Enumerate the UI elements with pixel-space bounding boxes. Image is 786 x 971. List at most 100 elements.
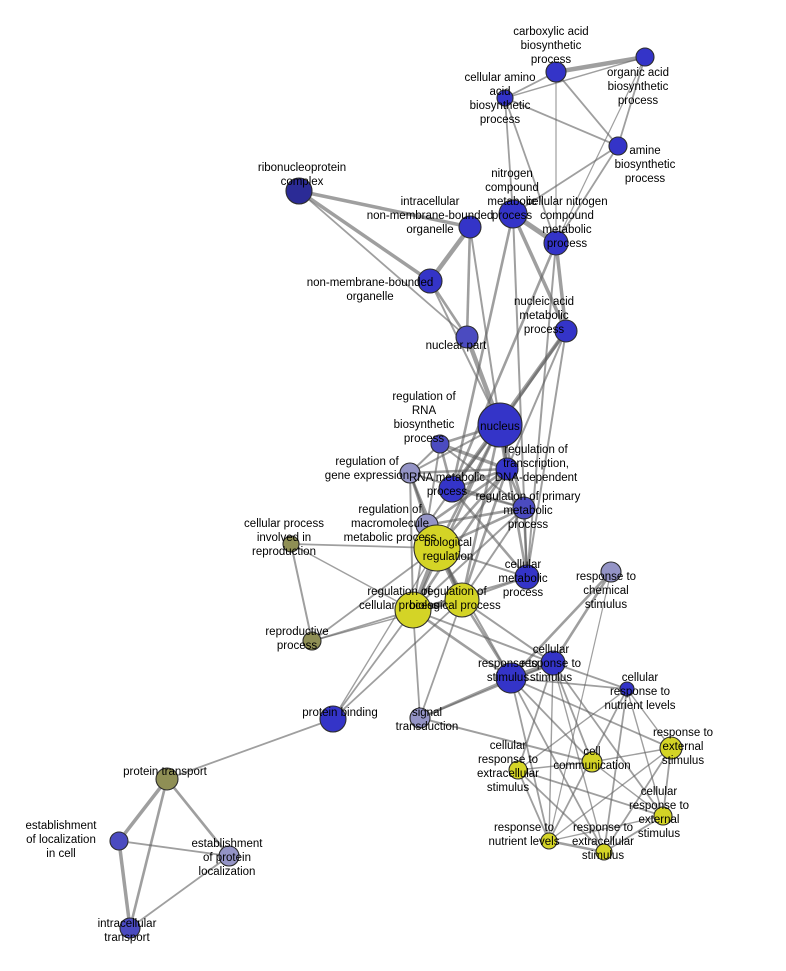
graph-edge xyxy=(511,213,568,332)
node-label: metabolic process xyxy=(344,532,437,544)
node-label: cell xyxy=(583,746,600,758)
graph-edge xyxy=(548,747,672,842)
graph-node[interactable] xyxy=(495,662,527,694)
graph-node[interactable] xyxy=(417,268,443,294)
graph-edge xyxy=(504,97,514,215)
graph-edge xyxy=(603,815,664,853)
graph-edge xyxy=(591,747,672,763)
node-label: complex xyxy=(281,176,324,188)
graph-node[interactable] xyxy=(540,650,566,676)
graph-node[interactable] xyxy=(496,89,514,107)
graph-node[interactable] xyxy=(218,845,240,867)
graph-node[interactable] xyxy=(554,319,578,343)
graph-node[interactable] xyxy=(595,843,613,861)
graph-edge xyxy=(626,688,672,749)
graph-node[interactable] xyxy=(109,831,129,851)
graph-node[interactable] xyxy=(444,582,480,618)
graph-node[interactable] xyxy=(430,434,450,454)
graph-node[interactable] xyxy=(635,47,655,67)
node-label: regulation of primary xyxy=(476,491,581,503)
graph-edge xyxy=(429,280,501,426)
node-label: response to xyxy=(610,686,670,698)
node-label: nucleus xyxy=(480,421,520,433)
node-label: of protein xyxy=(203,852,251,864)
node-label: process xyxy=(508,519,549,531)
graph-node[interactable] xyxy=(285,177,313,205)
node-label: external xyxy=(639,814,680,826)
graph-node[interactable] xyxy=(409,707,431,729)
node-label: regulation of xyxy=(358,504,422,516)
graph-node[interactable] xyxy=(438,475,466,503)
graph-node[interactable] xyxy=(155,767,179,791)
node-label: stimulus xyxy=(487,782,529,794)
node-label: carboxylic acid xyxy=(513,26,588,38)
node-label: organic acid xyxy=(607,67,669,79)
node-label: process xyxy=(547,238,588,250)
graph-edge xyxy=(460,468,509,601)
graph-edge xyxy=(118,840,230,857)
graph-edge xyxy=(290,543,438,549)
node-label: biological xyxy=(424,537,472,549)
graph-node[interactable] xyxy=(477,402,523,448)
node-label: in cell xyxy=(46,848,75,860)
node-label: nitrogen xyxy=(491,168,533,180)
node-label: stimulus xyxy=(487,672,529,684)
node-label: cellular xyxy=(533,644,570,656)
graph-node[interactable] xyxy=(319,705,347,733)
graph-edge xyxy=(555,54,646,75)
graph-node[interactable] xyxy=(543,230,569,256)
node-label: non-membrane-bounded xyxy=(367,210,494,222)
node-label: metabolic xyxy=(487,196,536,208)
node-label: cellular process xyxy=(244,518,324,530)
graph-node[interactable] xyxy=(399,462,421,484)
node-label: acid xyxy=(489,86,510,98)
graph-edge xyxy=(603,747,672,853)
node-label: biosynthetic xyxy=(470,100,531,112)
graph-node[interactable] xyxy=(282,535,300,553)
graph-edge xyxy=(290,543,414,611)
graph-node[interactable] xyxy=(512,496,536,520)
node-layer xyxy=(109,47,683,939)
graph-edge xyxy=(311,599,463,642)
node-label: response to xyxy=(653,727,713,739)
graph-node[interactable] xyxy=(581,751,603,773)
graph-node[interactable] xyxy=(619,681,635,697)
graph-node[interactable] xyxy=(119,917,141,939)
graph-edge xyxy=(290,543,313,642)
graph-node[interactable] xyxy=(458,215,482,239)
graph-node[interactable] xyxy=(545,61,567,83)
graph-node[interactable] xyxy=(514,564,540,590)
graph-node[interactable] xyxy=(498,199,528,229)
node-label: RNA metabolic xyxy=(409,472,485,484)
label-layer: carboxylic acid biosynthetic process organi… xyxy=(26,26,714,944)
graph-node[interactable] xyxy=(394,591,432,629)
node-label: regulation of xyxy=(367,586,431,598)
graph-edge xyxy=(510,677,628,690)
node-label: cellular amino xyxy=(465,72,536,84)
node-label: non-membrane-bounded xyxy=(307,277,434,289)
graph-edge xyxy=(548,571,612,842)
graph-edge xyxy=(332,599,463,720)
graph-node[interactable] xyxy=(600,561,622,583)
node-label: intracellular xyxy=(401,196,460,208)
node-label: protein transport xyxy=(123,766,208,778)
graph-node[interactable] xyxy=(608,136,628,156)
graph-node[interactable] xyxy=(653,806,673,826)
node-label: cellular nitrogen xyxy=(526,196,607,208)
graph-node[interactable] xyxy=(413,524,461,572)
graph-edge xyxy=(517,688,628,771)
node-label: of localization xyxy=(26,834,96,846)
node-label: biosynthetic xyxy=(521,40,582,52)
graph-node[interactable] xyxy=(659,736,683,760)
graph-edge xyxy=(517,769,664,817)
graph-node[interactable] xyxy=(540,832,558,850)
graph-node[interactable] xyxy=(455,325,479,349)
graph-node[interactable] xyxy=(302,631,322,651)
node-label: biosynthetic xyxy=(615,159,676,171)
graph-edge xyxy=(117,777,169,843)
node-label: regulation xyxy=(423,551,474,563)
graph-node[interactable] xyxy=(508,760,528,780)
graph-node[interactable] xyxy=(495,457,519,481)
edge-layer xyxy=(117,54,672,929)
